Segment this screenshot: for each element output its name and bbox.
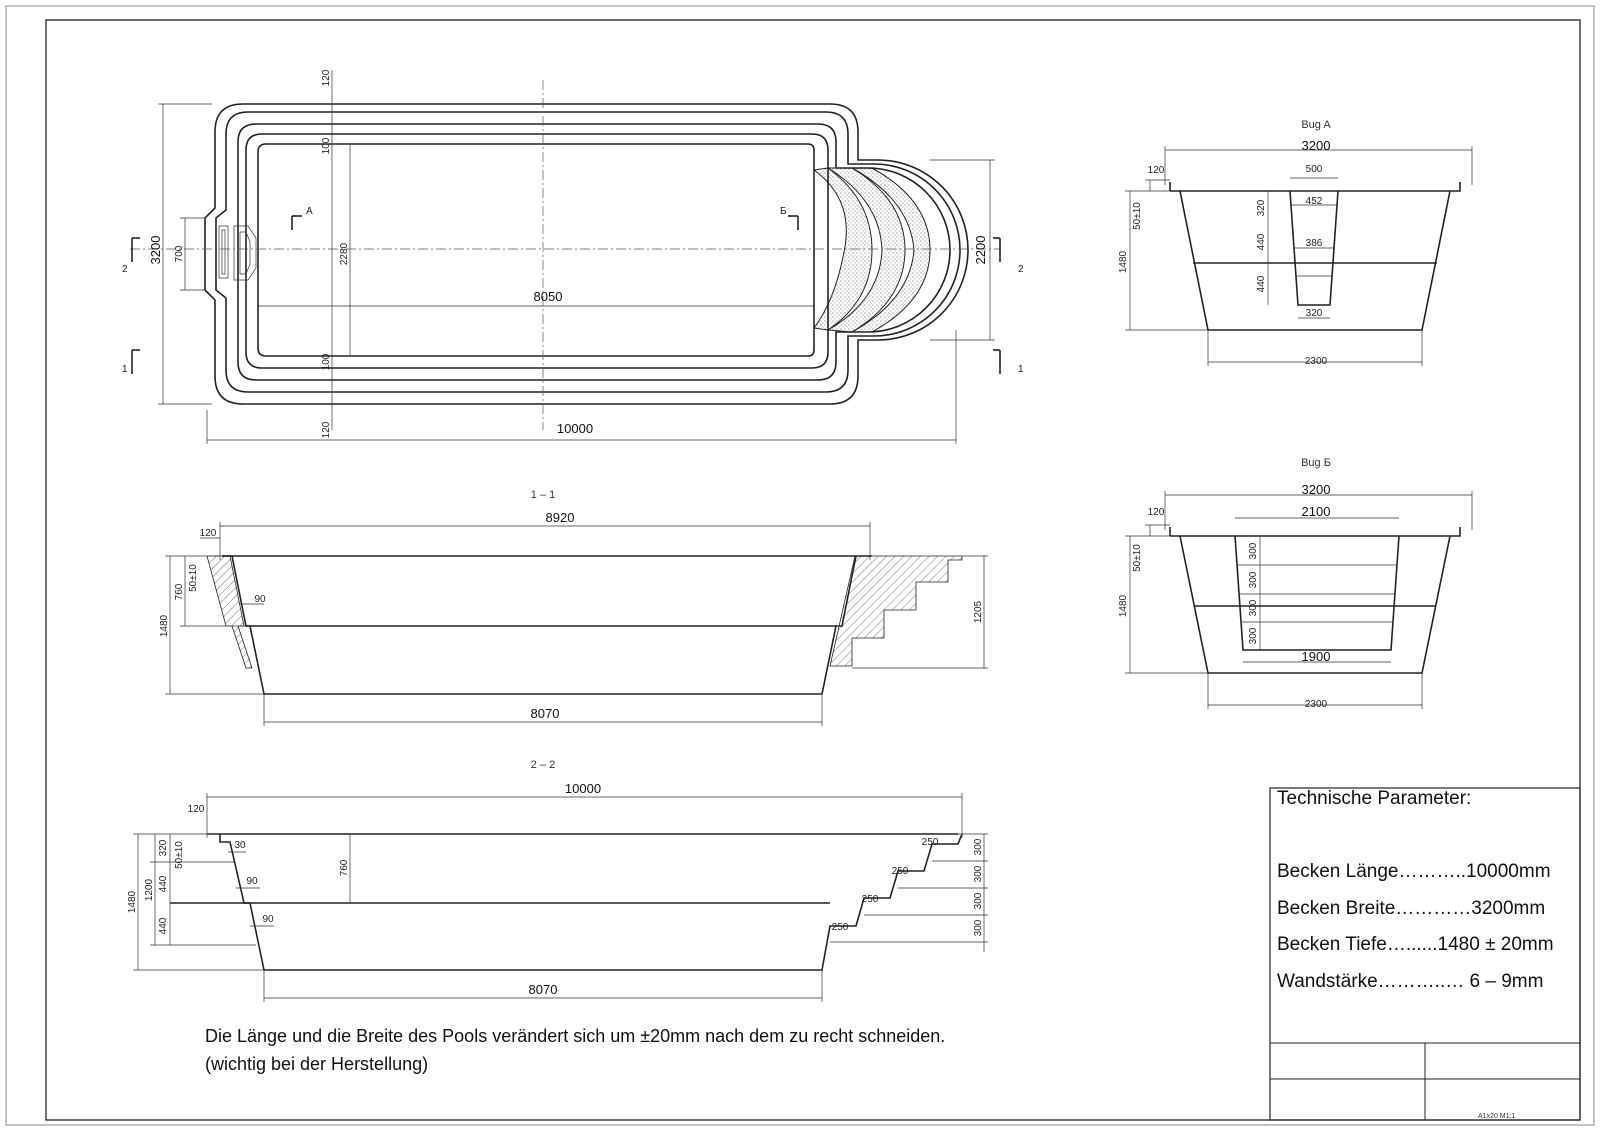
- bug-b-step-h-3: 300: [1248, 599, 1259, 616]
- section-2-2-bottom-label: 8070: [529, 982, 558, 997]
- section-1-1-bottom-label: 8070: [531, 706, 560, 721]
- section-2-2-d90a-label: 90: [246, 876, 258, 887]
- note-line-2: (wichtig bei der Herstellung): [205, 1054, 429, 1074]
- plan-edge-top-label: 120: [321, 69, 332, 86]
- section-2-2-d30-label: 30: [234, 840, 246, 851]
- bug-a-bottom-label: 2300: [1305, 356, 1328, 367]
- section-2-2-top-label: 10000: [565, 781, 601, 796]
- section-2-2-step-w-1: 250: [922, 837, 939, 848]
- section-2-2-depth-label: 1480: [127, 890, 138, 913]
- plan-view: [130, 70, 1001, 444]
- bug-b-step-h-1: 300: [1248, 542, 1259, 559]
- plan-inner-length-label: 8050: [534, 289, 563, 304]
- plan-edge-bottom-label: 120: [321, 421, 332, 438]
- section-2-2-step-w-3: 250: [862, 894, 879, 905]
- param-wall: Wandstärke………..… 6 – 9mm: [1277, 970, 1544, 992]
- param-depth: Becken Tiefe…......1480 ± 20mm: [1277, 934, 1554, 955]
- bug-a-rim-label: 120: [1148, 165, 1165, 176]
- params-title: Technische Parameter:: [1277, 788, 1472, 809]
- param-length: Becken Länge………..10000mm: [1277, 861, 1551, 882]
- plan-inner-width-label: 2280: [339, 242, 350, 265]
- section-2-2-step-h-4: 300: [973, 919, 984, 936]
- section-1-1-tol-label: 50±10: [188, 564, 199, 592]
- bug-a-step-w-2: 452: [1306, 196, 1323, 207]
- bug-b-top-label: 3200: [1302, 482, 1331, 497]
- bug-b-rim-label: 120: [1148, 507, 1165, 518]
- plan-section-2-right: 2: [1018, 264, 1024, 275]
- section-2-2-step-h-2: 300: [973, 865, 984, 882]
- section-2-2-step-h-3: 300: [973, 892, 984, 909]
- bug-a-title: Bug A: [1301, 119, 1331, 131]
- title-block: [1269, 787, 1581, 1121]
- note-line-1: Die Länge und die Breite des Pools verän…: [205, 1026, 946, 1046]
- plan-section-1-left: 1: [122, 364, 128, 375]
- section-1-1-depth-label: 1480: [159, 614, 170, 637]
- section-2-2-d440a-label: 440: [158, 875, 169, 892]
- section-1-1-rim-label: 120: [200, 528, 217, 539]
- bug-a-step-w-1: 500: [1306, 164, 1323, 175]
- plan-recess-label: 700: [174, 245, 185, 262]
- bug-a-depth-label: 1480: [1118, 250, 1129, 273]
- bug-b-view: [1125, 491, 1473, 709]
- bug-b-steps-top-label: 2100: [1302, 504, 1331, 519]
- section-2-2-d320-label: 320: [158, 839, 169, 856]
- plan-rim-top-label: 100: [321, 137, 332, 154]
- section-1-1-top-label: 8920: [546, 510, 575, 525]
- section-2-2-step-w-4: 250: [832, 922, 849, 933]
- section-1-1-shallow-label: 760: [174, 583, 185, 600]
- bug-a-step-h-3: 440: [1256, 275, 1267, 292]
- bug-b-tol-label: 50±10: [1132, 544, 1143, 572]
- section-2-2-rim-label: 120: [188, 804, 205, 815]
- scale-stamp: A1x20 M1:1: [1478, 1113, 1516, 1120]
- section-2-2-d440b-label: 440: [158, 917, 169, 934]
- bug-a-tol-label: 50±10: [1132, 202, 1143, 230]
- bug-a-top-label: 3200: [1302, 138, 1331, 153]
- sheet-inner-frame: [45, 19, 1581, 1121]
- plan-steps-width-label: 2200: [973, 236, 988, 265]
- bug-a-step-h-1: 320: [1256, 199, 1267, 216]
- section-1-1-view: [165, 522, 988, 726]
- section-1-1-stairs-label: 1205: [973, 600, 984, 623]
- bug-a-view: [1125, 146, 1473, 366]
- bug-b-bottom-label: 2300: [1305, 699, 1328, 710]
- section-2-2-step-h-1: 300: [973, 838, 984, 855]
- section-2-2-d90b-label: 90: [262, 914, 274, 925]
- bug-b-title: Bug Б: [1301, 457, 1331, 469]
- section-1-1-ledge-label: 90: [254, 594, 266, 605]
- bug-b-step-h-4: 300: [1248, 627, 1259, 644]
- bug-a-step-w-4: 320: [1306, 308, 1323, 319]
- section-2-2-title: 2 – 2: [531, 759, 555, 771]
- section-2-2-shallow-label: 760: [339, 859, 350, 876]
- plan-section-1-right: 1: [1018, 364, 1024, 375]
- plan-width-label: 3200: [148, 236, 163, 265]
- sheet-outer-frame: [5, 5, 1595, 1126]
- plan-section-2-left: 2: [122, 264, 128, 275]
- param-width: Becken Breite…………3200mm: [1277, 897, 1546, 919]
- plan-length-label: 10000: [557, 421, 593, 436]
- section-1-1-title: 1 – 1: [531, 489, 555, 501]
- plan-rim-bottom-label: 100: [321, 353, 332, 370]
- bug-b-steps-bottom-label: 1900: [1302, 649, 1331, 664]
- bug-b-depth-label: 1480: [1118, 594, 1129, 617]
- section-2-2-step-w-2: 250: [892, 866, 909, 877]
- section-2-2-tol-label: 50±10: [174, 841, 185, 869]
- technical-parameters: Technische Parameter: Becken Länge………..1…: [1277, 788, 1577, 1000]
- plan-section-b-label: Б: [780, 206, 787, 217]
- bug-a-step-w-3: 386: [1306, 238, 1323, 249]
- bug-b-step-h-2: 300: [1248, 571, 1259, 588]
- bug-a-step-h-2: 440: [1256, 233, 1267, 250]
- section-2-2-view: [133, 793, 988, 1002]
- section-2-2-d1200-label: 1200: [144, 878, 155, 901]
- plan-section-a-label: А: [306, 206, 313, 217]
